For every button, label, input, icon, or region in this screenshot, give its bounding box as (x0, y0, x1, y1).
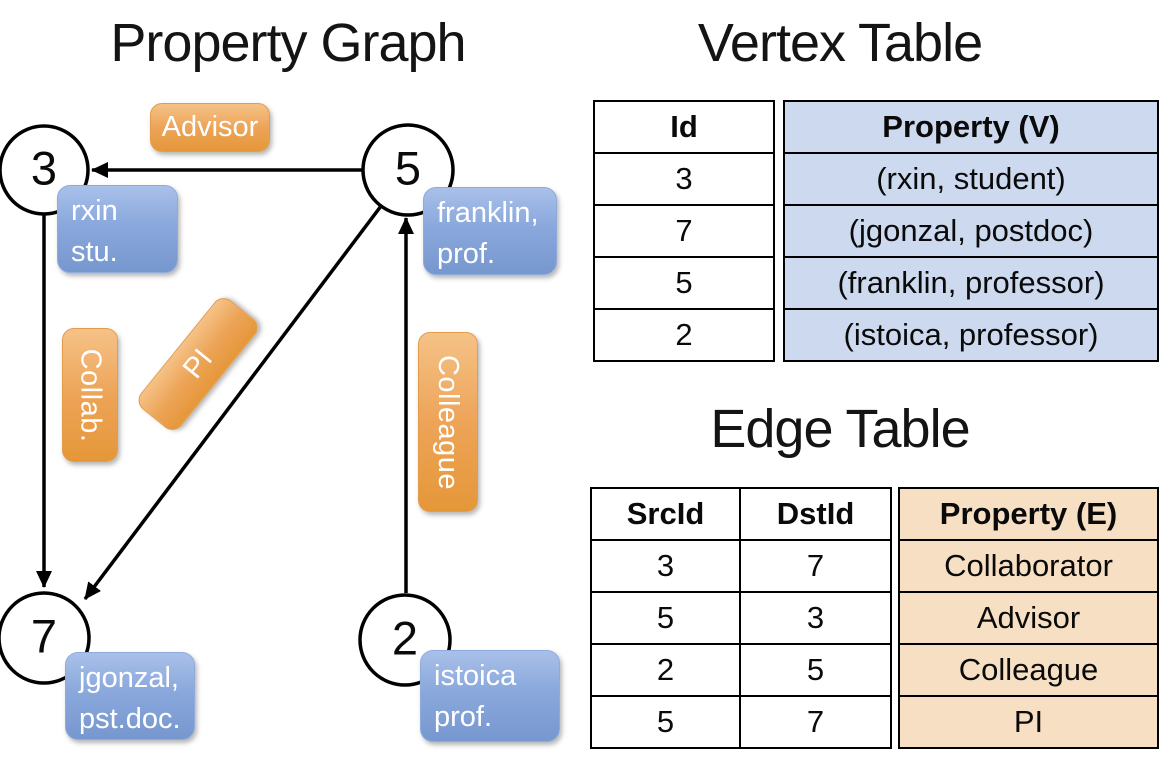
edge-table-id-columns: SrcId DstId 3 7 5 3 2 5 5 7 (590, 487, 892, 749)
edge-pi-5-to-7 (83, 204, 383, 601)
edge-src-cell: 2 (590, 643, 741, 697)
vertex-table-header-property: Property (V) (783, 100, 1159, 154)
edge-property-cell: PI (898, 695, 1159, 749)
edge-label-text: Advisor (161, 111, 259, 143)
table-row: Collaborator (898, 539, 1159, 593)
vertex-property-box-5: franklin, prof. (423, 187, 557, 275)
edge-label-text: PI (176, 342, 219, 385)
edge-label-text: Colleague (432, 354, 465, 490)
table-row: (franklin, professor) (783, 256, 1159, 310)
edge-label-text: Collab. (74, 348, 107, 442)
vertex-property-line: stu. (71, 235, 118, 268)
vertex-table-id-column: Id 3 7 5 2 (593, 100, 775, 362)
edge-dst-cell: 5 (739, 643, 892, 697)
vertex-property-line: pst.doc. (79, 702, 181, 735)
edge-table-title: Edge Table (710, 399, 970, 459)
vertex-property-line: istoica (434, 660, 517, 692)
table-row: 5 3 (590, 591, 892, 645)
table-row: 2 (593, 308, 775, 362)
table-row: Colleague (898, 643, 1159, 697)
table-row: SrcId DstId (590, 487, 892, 541)
edge-property-cell: Colleague (898, 643, 1159, 697)
edge-table-header-srcid: SrcId (590, 487, 741, 541)
vertex-id-cell: 2 (593, 308, 775, 362)
table-row: 5 (593, 256, 775, 310)
table-row: Property (V) (783, 100, 1159, 154)
edge-table-property-column: Property (E) Collaborator Advisor Collea… (898, 487, 1159, 749)
edge-dst-cell: 3 (739, 591, 892, 645)
edge-dst-cell: 7 (739, 695, 892, 749)
edge-src-cell: 5 (590, 695, 741, 749)
vertex-id-cell: 3 (593, 152, 775, 206)
node-id-5: 5 (394, 141, 422, 195)
property-graph-title: Property Graph (110, 13, 466, 73)
vertex-property-cell: (istoica, professor) (783, 308, 1159, 362)
table-row: (jgonzal, postdoc) (783, 204, 1159, 258)
vertex-property-line: jgonzal, (79, 662, 179, 694)
edge-label-advisor: Advisor (150, 103, 270, 152)
table-row: (istoica, professor) (783, 308, 1159, 362)
vertex-table-header-id: Id (593, 100, 775, 154)
edge-property-cell: Advisor (898, 591, 1159, 645)
vertex-id-cell: 5 (593, 256, 775, 310)
node-id-3: 3 (30, 141, 58, 195)
table-row: 3 (593, 152, 775, 206)
edge-table: SrcId DstId 3 7 5 3 2 5 5 7 Property (E)… (590, 487, 1159, 749)
vertex-table-property-column: Property (V) (rxin, student) (jgonzal, p… (783, 100, 1159, 362)
vertex-property-line: rxin (71, 195, 118, 227)
vertex-id-cell: 7 (593, 204, 775, 258)
table-row: Property (E) (898, 487, 1159, 541)
vertex-property-box-7: jgonzal, pst.doc. (65, 652, 195, 740)
edge-src-cell: 3 (590, 539, 741, 593)
vertex-property-box-3: rxin stu. (57, 185, 178, 273)
vertex-property-box-2: istoica prof. (420, 650, 560, 742)
edge-label-collab: Collab. (62, 328, 118, 462)
edge-dst-cell: 7 (739, 539, 892, 593)
table-row: 2 5 (590, 643, 892, 697)
edge-label-colleague: Colleague (418, 332, 478, 512)
table-row: (rxin, student) (783, 152, 1159, 206)
edge-table-header-property: Property (E) (898, 487, 1159, 541)
table-row: Advisor (898, 591, 1159, 645)
table-row: PI (898, 695, 1159, 749)
table-row: 5 7 (590, 695, 892, 749)
vertex-property-cell: (jgonzal, postdoc) (783, 204, 1159, 258)
vertex-property-line: franklin, (437, 197, 539, 229)
node-id-7: 7 (30, 609, 58, 663)
node-id-2: 2 (391, 611, 419, 665)
vertex-property-cell: (franklin, professor) (783, 256, 1159, 310)
vertex-table: Id 3 7 5 2 Property (V) (rxin, student) … (593, 100, 1159, 362)
vertex-property-cell: (rxin, student) (783, 152, 1159, 206)
table-row: 3 7 (590, 539, 892, 593)
edge-table-header-dstid: DstId (739, 487, 892, 541)
edge-property-cell: Collaborator (898, 539, 1159, 593)
edge-src-cell: 5 (590, 591, 741, 645)
vertex-property-line: prof. (434, 700, 493, 733)
vertex-table-title: Vertex Table (697, 13, 983, 73)
table-row: Id (593, 100, 775, 154)
vertex-property-line: prof. (437, 237, 496, 270)
table-row: 7 (593, 204, 775, 258)
